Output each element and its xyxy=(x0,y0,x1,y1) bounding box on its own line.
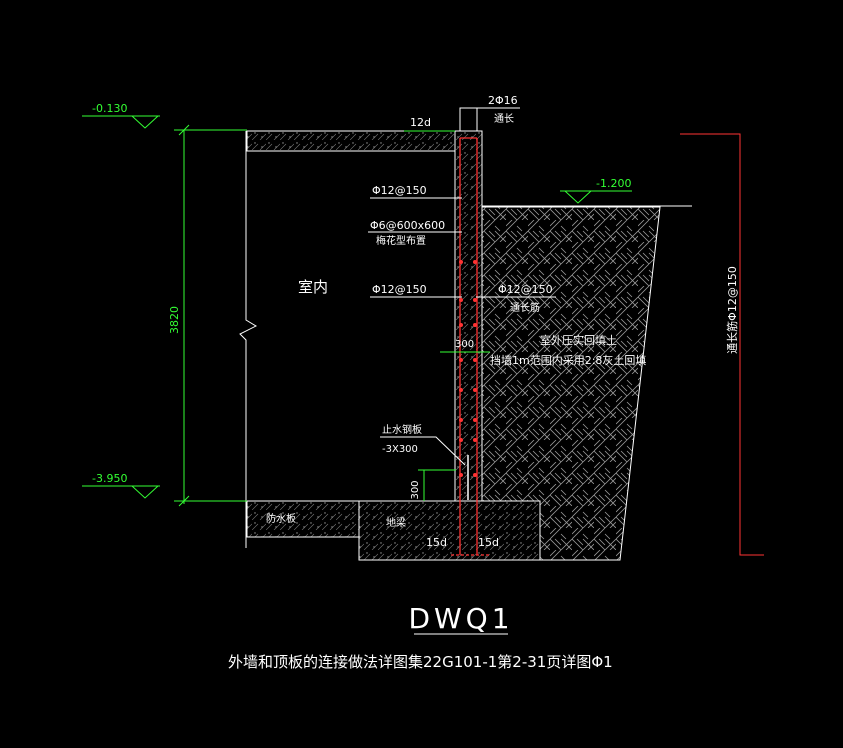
backfill-note-1: 室外压实回填土 xyxy=(540,333,617,347)
level-marker-ground xyxy=(560,190,632,204)
backfill-note-2: 挡墙1m范围内采用2:8灰土回填 xyxy=(490,353,646,367)
indoor-label: 室内 xyxy=(298,278,328,296)
tie-bar-label: Φ6@600x600 xyxy=(370,219,445,232)
rebar-3-note: 通长筋 xyxy=(510,301,540,314)
height-dim-text: 3820 xyxy=(168,306,181,334)
vert-dim xyxy=(418,469,456,501)
top-bar-note: 通长 xyxy=(494,113,514,125)
waterproof-slab xyxy=(246,500,360,538)
right-note: 通长筋Φ12@150 xyxy=(725,266,739,354)
gap-dim-text: 300 xyxy=(455,339,474,350)
right-note-line xyxy=(680,133,764,556)
rebar-2-label: Φ12@150 xyxy=(372,283,427,296)
rebar-1-label: Φ12@150 xyxy=(372,184,427,197)
top-bar-label: 2Φ16 xyxy=(488,94,518,107)
break-line xyxy=(239,131,258,548)
roof-slab xyxy=(246,130,456,152)
rebar-3-label: Φ12@150 xyxy=(498,283,553,296)
top-bar-leader xyxy=(459,107,520,131)
height-dimension xyxy=(174,124,247,507)
waterstop-label-1: 止水钢板 xyxy=(382,423,422,436)
anchor-right-text: 15d xyxy=(478,536,499,549)
level-ground: -1.200 xyxy=(596,177,631,190)
level-top: -0.130 xyxy=(92,102,127,115)
anchor-top-text: 12d xyxy=(410,116,431,129)
tie-bar-note: 梅花型布置 xyxy=(376,234,426,247)
anchor-left-text: 15d xyxy=(426,536,447,549)
level-marker-top xyxy=(82,115,160,129)
waterproof-slab-label: 防水板 xyxy=(266,512,296,525)
waterstop-label-2: -3X300 xyxy=(382,444,418,455)
level-bottom: -3.950 xyxy=(92,472,127,485)
drawing-subtitle: 外墙和顶板的连接做法详图集22G101-1第2-31页详图Φ1 xyxy=(228,653,613,671)
wall xyxy=(454,130,483,502)
rebar-dots xyxy=(459,260,477,477)
footing-beam xyxy=(358,500,541,561)
footing-label: 地梁 xyxy=(386,516,406,529)
waterstop-leader xyxy=(380,436,466,466)
rebar-group xyxy=(451,137,490,556)
drawing-title: DWQ1 xyxy=(408,602,513,635)
vert-dim-text: 300 xyxy=(410,480,421,499)
level-marker-bottom xyxy=(82,485,160,499)
